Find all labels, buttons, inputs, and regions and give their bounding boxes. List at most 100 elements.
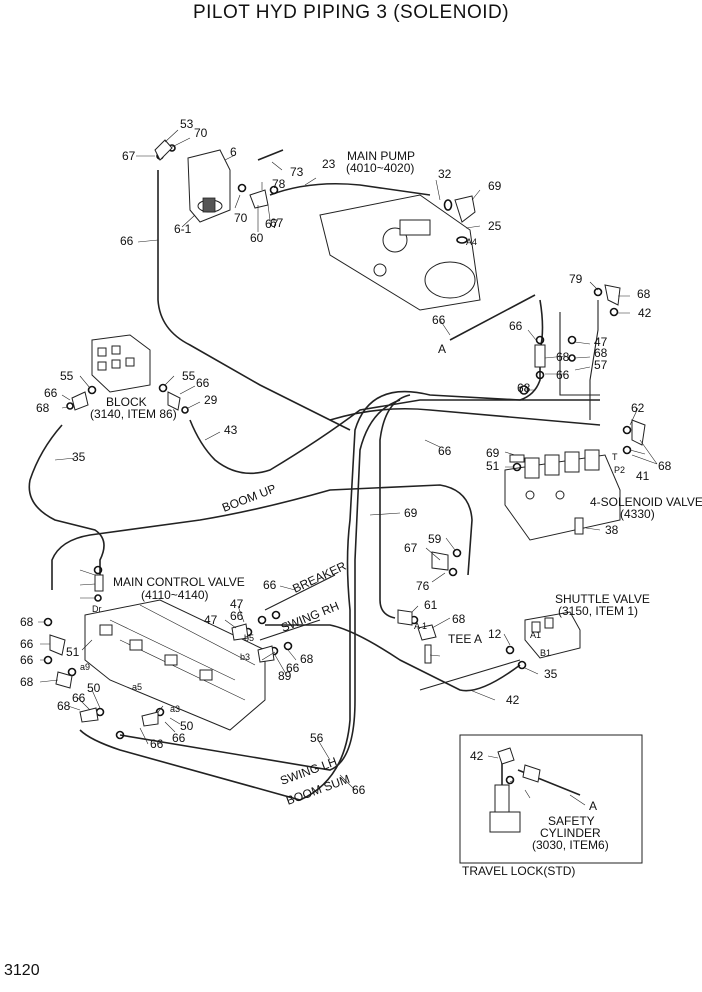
port-dr: Dr xyxy=(92,604,102,614)
callout-23: 23 xyxy=(322,157,336,171)
callout-66: 66 xyxy=(230,609,244,623)
pipe-swing-rh xyxy=(259,619,321,641)
label-safety: SAFETY xyxy=(548,814,595,828)
label-a-travel: A xyxy=(589,799,597,813)
port-a3: a3 xyxy=(170,704,180,714)
label-main-control-valve: MAIN CONTROL VALVE xyxy=(113,575,245,589)
callout-73: 73 xyxy=(290,165,304,179)
callout-50: 50 xyxy=(87,681,101,695)
pipe-29 xyxy=(189,399,600,475)
callout-68: 68 xyxy=(556,350,570,364)
callout-41: 41 xyxy=(636,469,650,483)
callout-79: 79 xyxy=(569,272,583,286)
solenoid-valve xyxy=(504,449,621,541)
callout-55: 55 xyxy=(60,369,74,383)
callout-68: 68 xyxy=(300,652,314,666)
callout-68: 68 xyxy=(57,699,71,713)
callout-66: 66 xyxy=(509,319,523,333)
port-a9: a9 xyxy=(80,662,90,672)
pipe-43 xyxy=(329,407,601,426)
callout-29: 29 xyxy=(204,393,218,407)
label-main-control-valve-ref: (4110~4140) xyxy=(141,588,209,602)
callout-78: 78 xyxy=(272,177,286,191)
pipe-42 xyxy=(79,299,544,801)
port-labels: A4 A1 B1 A 1 T P2 Dr b5 b3 a5 a3 a9 xyxy=(80,237,625,714)
callout-66: 66 xyxy=(352,783,366,797)
port-a5: a5 xyxy=(132,682,142,692)
callout-66: 66 xyxy=(20,653,34,667)
travel-lock-box xyxy=(459,734,643,864)
port-a1-tee: A 1 xyxy=(414,621,427,631)
callout-69: 69 xyxy=(488,179,502,193)
callout-35: 35 xyxy=(72,450,86,464)
pipe-25 xyxy=(157,170,351,431)
callout-66: 66 xyxy=(438,444,452,458)
line-labels: BOOM UP BREAKER SWING RH SWING LH BOOM S… xyxy=(220,342,597,813)
port-b3: b3 xyxy=(240,652,250,662)
port-b5: b5 xyxy=(244,633,254,643)
callout-67: 67 xyxy=(270,216,284,230)
label-block-ref: (3140, ITEM 86) xyxy=(90,407,177,421)
callout-12: 12 xyxy=(488,627,502,641)
pipe-solenoid-in xyxy=(589,300,599,420)
callout-35: 35 xyxy=(544,667,558,681)
pipe-boom-up xyxy=(51,484,473,590)
callout-62: 62 xyxy=(631,401,645,415)
callout-59: 59 xyxy=(428,532,442,546)
callout-68: 68 xyxy=(658,459,672,473)
label-main-pump-serial: (4010~4020) xyxy=(346,161,414,175)
callout-68: 68 xyxy=(517,381,531,395)
safety-cylinder xyxy=(489,747,521,833)
callout-69: 69 xyxy=(404,506,418,520)
callout-42: 42 xyxy=(470,749,484,763)
block-valve xyxy=(91,334,151,393)
callout-66: 66 xyxy=(172,731,186,745)
callout-66: 66 xyxy=(556,368,570,382)
bolt-73 xyxy=(257,149,284,161)
callout-67: 67 xyxy=(265,217,279,231)
leader-lines xyxy=(38,129,658,806)
callout-60: 60 xyxy=(250,231,264,245)
callout-68: 68 xyxy=(20,675,34,689)
callout-51: 51 xyxy=(486,459,500,473)
shuttle-valve xyxy=(524,611,581,659)
pipe-42-stub xyxy=(449,294,536,341)
label-cylinder: CYLINDER xyxy=(540,826,601,840)
port-a1: A1 xyxy=(530,630,541,640)
pipe-shuttle xyxy=(559,312,600,396)
label-travel-lock: TRAVEL LOCK(STD) xyxy=(462,864,575,878)
callout-66: 66 xyxy=(20,637,34,651)
component-labels: MAIN PUMP (4010~4020) BLOCK (3140, ITEM … xyxy=(90,149,702,878)
callout-32: 32 xyxy=(438,167,452,181)
callout-51: 51 xyxy=(66,645,80,659)
callout-68: 68 xyxy=(594,346,608,360)
label-a-main: A xyxy=(438,342,446,356)
callout-66: 66 xyxy=(72,691,86,705)
pipe-35 xyxy=(119,399,401,771)
label-shuttle-valve-ref: (3150, ITEM 1) xyxy=(558,604,638,618)
callout-47: 47 xyxy=(204,613,218,627)
label-solenoid-valve-ref: (4330) xyxy=(620,507,655,521)
pipe-23 xyxy=(269,182,431,196)
page-title: PILOT HYD PIPING 3 (SOLENOID) xyxy=(192,2,510,23)
label-block: BLOCK xyxy=(106,395,147,409)
callout-66: 66 xyxy=(44,386,58,400)
pipe-to-shuttle xyxy=(419,659,521,691)
callout-68: 68 xyxy=(452,612,466,626)
filter-assembly-6 xyxy=(187,149,231,223)
callout-6: 6 xyxy=(230,145,237,159)
callout-68: 68 xyxy=(20,615,34,629)
callout-70: 70 xyxy=(194,126,208,140)
port-p2: P2 xyxy=(614,465,625,475)
pipe-breaker xyxy=(264,574,336,611)
callout-68: 68 xyxy=(36,401,50,415)
label-tee: TEE A xyxy=(448,632,482,646)
callout-42: 42 xyxy=(506,693,520,707)
callout-68: 68 xyxy=(637,287,651,301)
main-control-valve xyxy=(84,599,266,731)
callout-69: 69 xyxy=(486,446,500,460)
pipe-41 xyxy=(28,424,105,578)
